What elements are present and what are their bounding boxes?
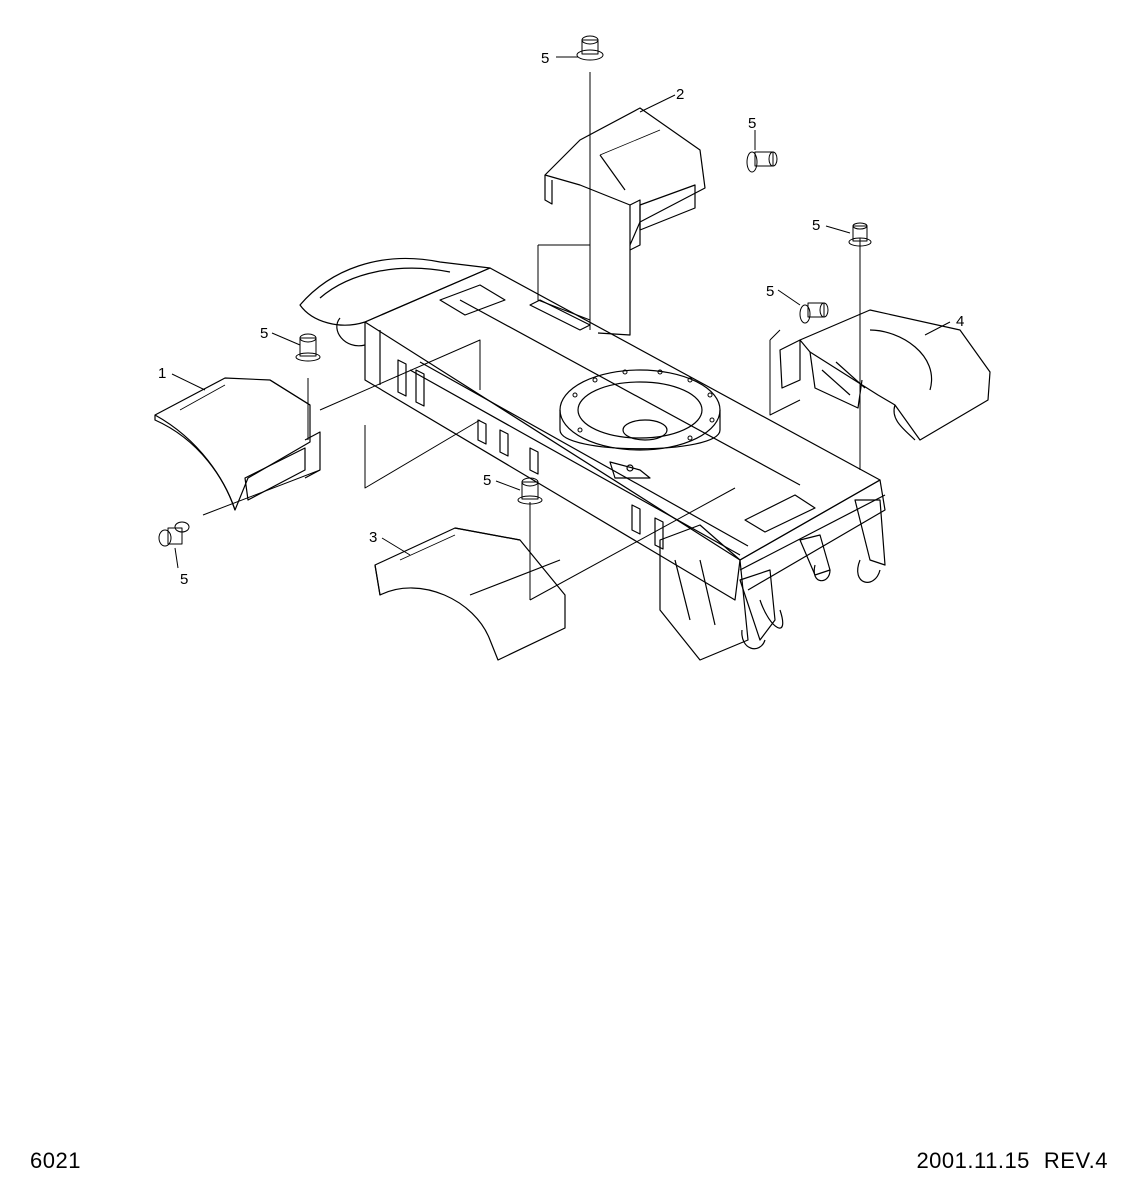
revision-date: 2001.11.15 bbox=[916, 1148, 1030, 1173]
callout-leaders bbox=[171, 56, 951, 569]
callout-3: 3 bbox=[369, 529, 377, 546]
callout-5-left-top: 5 bbox=[260, 325, 268, 342]
main-frame bbox=[299, 257, 886, 661]
revision-line: 2001.11.15 REV.4 bbox=[916, 1148, 1108, 1174]
bolt-5-centre bbox=[517, 477, 543, 505]
page-number: 6021 bbox=[30, 1148, 81, 1173]
bolt-5-top bbox=[576, 35, 604, 61]
callout-4: 4 bbox=[956, 313, 964, 330]
callout-5-left-bottom: 5 bbox=[180, 571, 188, 588]
callout-5-right-mid: 5 bbox=[766, 283, 774, 300]
assembly-lines bbox=[202, 72, 861, 601]
callout-5-part2: 5 bbox=[748, 115, 756, 132]
cover-part-2 bbox=[544, 107, 706, 336]
cover-part-4 bbox=[779, 309, 991, 441]
cover-part-1 bbox=[154, 377, 321, 511]
bolt-5-right-mid bbox=[799, 302, 829, 324]
bolt-5-left-top bbox=[295, 333, 321, 362]
revision-label: REV.4 bbox=[1043, 1148, 1108, 1173]
callout-5-right-top: 5 bbox=[812, 217, 820, 234]
bolt-5-left-bottom bbox=[158, 521, 190, 547]
callout-2: 2 bbox=[676, 86, 684, 103]
callout-1: 1 bbox=[158, 365, 166, 382]
bolt-5-part2 bbox=[746, 151, 778, 173]
bolt-5-right-top bbox=[848, 222, 872, 247]
cover-part-3 bbox=[374, 527, 566, 661]
callout-5-centre: 5 bbox=[483, 472, 491, 489]
callout-5-top: 5 bbox=[541, 50, 549, 67]
